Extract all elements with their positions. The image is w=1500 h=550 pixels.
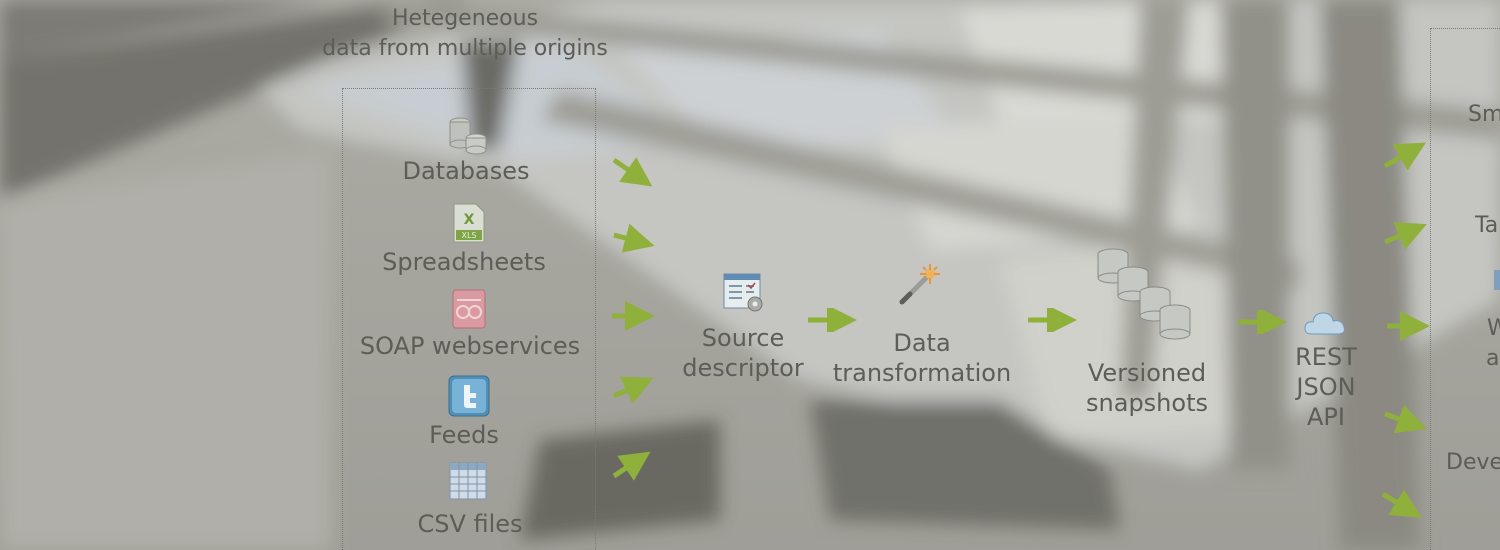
consumer-label-deve: Deve <box>1446 450 1500 475</box>
arrow-consumer-a <box>1384 404 1428 434</box>
consumer-label-w: W <box>1487 316 1500 341</box>
database-stack-icon <box>449 117 487 155</box>
api-line-2: JSON <box>1296 373 1356 401</box>
source-descriptor-line-2: descriptor <box>682 354 804 382</box>
source-label-spreadsheets: Spreadsheets <box>382 248 546 276</box>
data-transformation-line-1: Data <box>893 329 951 357</box>
arrow-snapshots-to-api <box>1238 310 1287 334</box>
arrow-feeds <box>612 376 654 404</box>
arrow-transformation-to-snapshots <box>1028 308 1077 332</box>
versioned-snapshots-line-1: Versioned <box>1087 359 1207 387</box>
api-line-3: API <box>1307 403 1345 431</box>
soap-webservice-icon <box>452 289 486 329</box>
api-line-1: REST <box>1295 343 1357 371</box>
descriptor-gear-icon <box>723 273 763 312</box>
stacked-databases-icon <box>1097 248 1191 340</box>
svg-text:X: X <box>464 212 475 228</box>
consumer-label-smart: Smar <box>1468 102 1500 127</box>
arrow-csv <box>612 451 651 481</box>
source-label-soap: SOAP webservices <box>359 332 581 360</box>
source-arrows <box>612 157 655 481</box>
arrow-consumer-deve <box>1381 489 1422 518</box>
magic-wand-icon <box>899 264 940 305</box>
arrow-databases <box>612 157 653 187</box>
twitter-feed-icon <box>448 375 490 417</box>
consumer-icon-partial <box>1494 270 1500 290</box>
header-line-2: data from multiple origins <box>322 36 608 61</box>
arrow-spreadsheets <box>613 223 655 253</box>
consumer-label-a: a <box>1486 346 1500 371</box>
consumer-label-ta: Ta <box>1475 213 1499 238</box>
cloud-icon <box>1304 312 1345 335</box>
source-label-databases: Databases <box>402 157 530 185</box>
csv-table-icon <box>449 462 487 500</box>
arrow-consumer-ta <box>1384 222 1427 250</box>
source-label-csv: CSV files <box>417 510 523 538</box>
consumers-box <box>1430 28 1500 550</box>
versioned-snapshots-line-2: snapshots <box>1086 389 1208 417</box>
data-transformation-line-2: transformation <box>832 359 1012 387</box>
xls-spreadsheet-icon: X XLS <box>453 203 485 243</box>
header-line-1: Hetegeneous <box>391 6 539 31</box>
arrow-consumer-smart <box>1383 142 1427 171</box>
svg-text:XLS: XLS <box>461 231 476 240</box>
consumer-arrows <box>1381 142 1430 518</box>
source-label-feeds: Feeds <box>429 421 499 449</box>
source-descriptor-line-1: Source <box>701 324 785 352</box>
arrow-group <box>612 157 655 481</box>
sources-box <box>342 88 596 550</box>
arrow-descriptor-to-transformation <box>808 308 857 332</box>
